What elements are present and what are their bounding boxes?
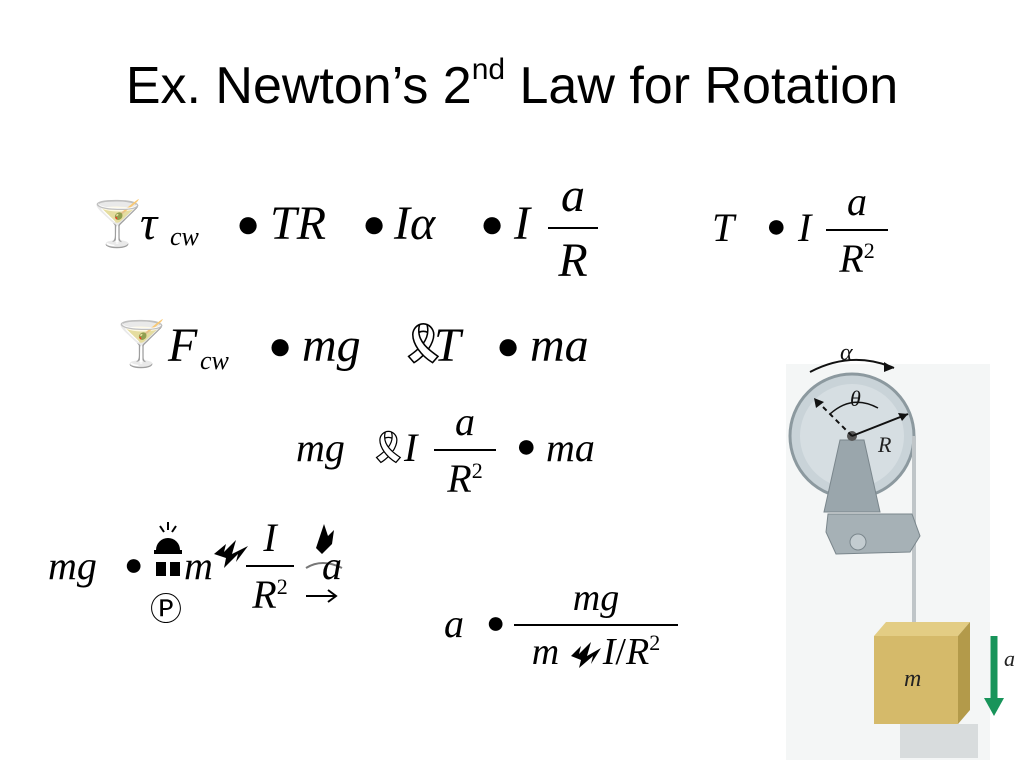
numerator: a [455, 399, 475, 444]
theta-label: θ [850, 386, 861, 411]
block-side [958, 622, 970, 724]
term-t: T [712, 205, 735, 250]
alpha-label: α [840, 340, 853, 366]
tau-symbol: τ [140, 197, 158, 250]
term-ma: ma [546, 425, 595, 470]
subscript-cw: cw [200, 346, 229, 375]
subscript-cw: cw [170, 222, 199, 251]
title-superscript: nd [471, 52, 506, 86]
term-i-alpha: Iα [394, 197, 436, 250]
mass-block [874, 636, 958, 724]
mount-arm [823, 439, 881, 513]
term-tr: TR [270, 197, 327, 250]
denominator-r: R [839, 236, 864, 281]
equals-bullet: ● [766, 208, 787, 245]
term-a: a [444, 601, 464, 646]
radius-arrowhead [898, 413, 908, 421]
exponent: 2 [276, 574, 288, 599]
dashed-arrowhead [814, 398, 824, 408]
pulley-diagram: θ R α m a [786, 340, 1015, 760]
denominator-r: R [252, 572, 277, 617]
equals-bullet: ● [516, 428, 537, 465]
exponent: 2 [863, 238, 875, 263]
mount-base [825, 513, 921, 555]
fraction-bar [826, 229, 888, 231]
acceleration-arrowhead [984, 698, 1004, 716]
plus-burst-glyph [214, 540, 248, 568]
denominator: R2 [246, 571, 294, 618]
martini-glyph: 🍸 [114, 320, 169, 369]
denominator: m I/R2 [514, 630, 678, 674]
slide-title: Ex. Newton’s 2nd Law for Rotation [0, 54, 1024, 115]
fraction-i-over-r2: I R2 [246, 514, 294, 618]
denominator: R2 [434, 455, 496, 502]
right-paren-glyph [305, 524, 343, 603]
ribbon-glyph: 🎗 [368, 429, 409, 465]
theta-arc [829, 401, 879, 415]
ribbon-glyph: 🎗 [398, 321, 449, 366]
term-f: F [168, 319, 198, 372]
equals-bullet: ● [268, 323, 293, 368]
denominator-r: R [625, 631, 650, 673]
acceleration-label: a [1004, 646, 1015, 671]
fraction-bar [246, 565, 294, 567]
plus-burst-glyph [570, 642, 601, 669]
fraction-a-over-r: a R [548, 168, 598, 288]
fraction-bar [548, 227, 598, 229]
denominator-r: R [447, 456, 472, 501]
equals-bullet: ● [362, 201, 387, 246]
left-paren-glyph [154, 522, 182, 576]
term-m: m [184, 543, 213, 588]
alpha-arrowhead [884, 362, 894, 372]
denominator: R [558, 234, 588, 287]
circled-p-glyph: Ⓟ [150, 591, 183, 627]
term-mg: mg [296, 425, 345, 470]
denominator: R2 [826, 235, 888, 282]
numerator: I [263, 515, 277, 560]
term-a: a [322, 543, 342, 588]
denominator-m: m [531, 631, 560, 673]
term-t: T [434, 319, 461, 372]
term-i: I [404, 425, 418, 470]
fraction-a-over-r2: a R2 [434, 398, 496, 502]
radius-label: R [877, 432, 892, 457]
fraction-bar [434, 449, 496, 451]
block-top [874, 622, 970, 636]
equals-bullet: ● [124, 546, 144, 582]
numerator: mg [572, 577, 620, 619]
exponent: 2 [471, 458, 483, 483]
term-ma: ma [530, 319, 589, 372]
numerator: a [847, 179, 867, 224]
equals-bullet: ● [496, 323, 521, 368]
radius-arrow [851, 413, 909, 437]
denominator-i: I [602, 631, 616, 673]
fraction-bar [514, 624, 678, 626]
fraction-mg-over-sum: mg m I/R2 [514, 576, 678, 674]
mount-bolt [849, 533, 867, 551]
term-mg: mg [48, 543, 97, 588]
slash: / [615, 631, 626, 673]
title-main: Ex. Newton’s 2 [125, 57, 472, 115]
numerator: a [561, 169, 585, 222]
term-i: I [514, 197, 530, 250]
martini-glyph: 🍸 [90, 200, 145, 249]
exponent: 2 [649, 630, 661, 655]
term-i: I [798, 205, 812, 250]
equals-bullet: ● [486, 604, 506, 640]
title-rest: Law for Rotation [505, 57, 899, 115]
equals-bullet: ● [480, 201, 505, 246]
mass-label: m [904, 666, 921, 692]
term-mg: mg [302, 319, 361, 372]
fraction-a-over-r2: a R2 [826, 178, 888, 282]
equals-bullet: ● [236, 201, 261, 246]
block-shadow [900, 724, 978, 758]
